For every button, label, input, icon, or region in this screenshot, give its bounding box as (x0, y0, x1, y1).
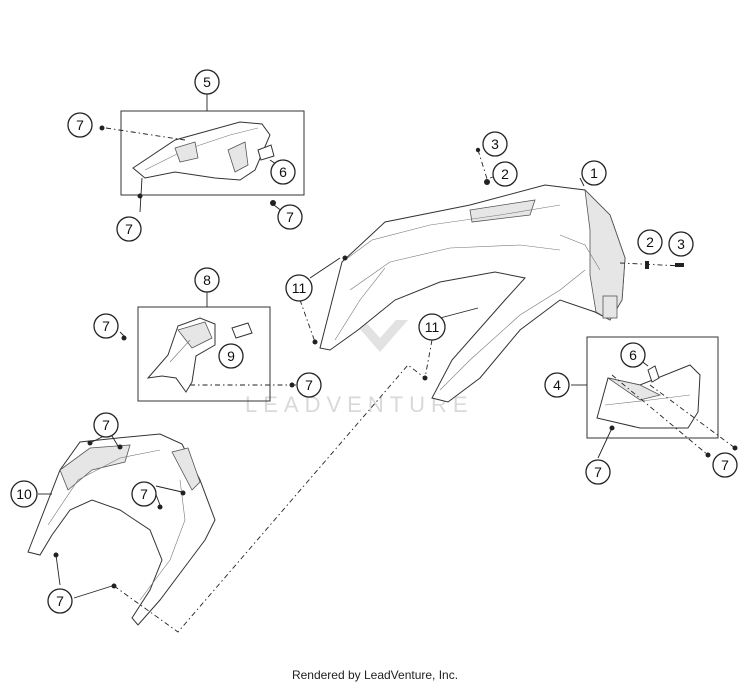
small-insert-6b (647, 365, 660, 383)
callout-7: 7 (712, 452, 738, 478)
side-bracket-panel (146, 317, 216, 393)
clip-icon (342, 255, 348, 261)
svg-text:2: 2 (646, 234, 654, 250)
callout-7: 7 (93, 313, 119, 339)
bolt-icon (609, 425, 615, 431)
parts-diagram: LEADVENTURE (10, 69, 738, 633)
bolt-icon (99, 125, 105, 131)
bolt-icon (270, 200, 276, 206)
svg-text:8: 8 (203, 272, 211, 288)
callout-7: 7 (116, 216, 142, 242)
svg-text:10: 10 (16, 486, 32, 502)
bolt-icon (53, 552, 59, 558)
svg-text:11: 11 (292, 280, 307, 296)
svg-text:7: 7 (286, 209, 294, 225)
callout-11: 11 (285, 274, 313, 302)
clip-icon (422, 375, 428, 381)
callout-10: 10 (10, 480, 38, 508)
callout-7: 7 (93, 412, 119, 438)
svg-text:6: 6 (629, 347, 637, 363)
front-side-cover (596, 364, 701, 429)
bolt-icon (675, 263, 684, 267)
callout-7: 7 (585, 459, 611, 485)
bolt-icon (117, 444, 123, 450)
callout-3: 3 (668, 231, 694, 257)
svg-text:7: 7 (125, 221, 133, 237)
callout-7: 7 (277, 204, 303, 230)
watermark-text: LEADVENTURE (245, 392, 474, 417)
callout-9: 9 (218, 343, 244, 369)
bolt-icon (121, 335, 127, 341)
svg-text:9: 9 (227, 348, 235, 364)
svg-text:7: 7 (305, 377, 313, 393)
bolt-icon (732, 445, 738, 451)
svg-text:3: 3 (677, 236, 685, 252)
svg-text:2: 2 (501, 166, 509, 182)
callout-2: 2 (637, 229, 663, 255)
svg-text:1: 1 (590, 165, 598, 181)
bolt-icon (137, 193, 143, 199)
svg-text:11: 11 (425, 319, 440, 335)
group-box-5 (120, 110, 305, 196)
rear-body-shell (319, 184, 626, 403)
bolt-icon (705, 452, 711, 458)
callout-7: 7 (47, 588, 73, 614)
callout-6: 6 (270, 159, 296, 185)
callout-5: 5 (194, 69, 220, 95)
svg-text:7: 7 (56, 593, 64, 609)
washer-icon (645, 261, 649, 269)
washer-icon (484, 179, 490, 185)
svg-text:7: 7 (102, 417, 110, 433)
lower-tail-fairing (27, 433, 216, 626)
svg-text:7: 7 (102, 318, 110, 334)
svg-text:4: 4 (553, 377, 561, 393)
svg-text:3: 3 (491, 136, 499, 152)
bolt-icon (180, 490, 186, 496)
callout-4: 4 (544, 372, 570, 398)
small-insert-6a (257, 144, 275, 161)
svg-text:7: 7 (721, 457, 729, 473)
svg-text:5: 5 (203, 74, 211, 90)
bolt-icon (475, 147, 481, 153)
bolt-icon (111, 583, 117, 589)
bolt-icon (87, 440, 93, 446)
callout-7: 7 (67, 112, 93, 138)
svg-text:7: 7 (76, 117, 84, 133)
small-pad-9 (231, 322, 253, 339)
callout-8: 8 (194, 267, 220, 293)
group-box-8 (137, 306, 271, 402)
bolt-icon (289, 382, 295, 388)
upper-side-panel (132, 121, 271, 181)
callout-2: 2 (492, 161, 518, 187)
footer-credit: Rendered by LeadVenture, Inc. (291, 668, 459, 682)
callout-3: 3 (482, 131, 508, 157)
callout-11: 11 (418, 313, 446, 341)
svg-text:6: 6 (279, 164, 287, 180)
svg-text:7: 7 (140, 486, 148, 502)
clip-icon (312, 339, 318, 345)
callout-1: 1 (581, 160, 607, 186)
group-box-4 (586, 336, 719, 439)
fasteners (53, 125, 738, 589)
callout-7: 7 (296, 372, 322, 398)
callout-7: 7 (131, 481, 157, 507)
bolt-icon (157, 504, 163, 510)
leadventure-watermark: LEADVENTURE (245, 320, 474, 417)
svg-text:7: 7 (594, 464, 602, 480)
callout-6: 6 (620, 342, 646, 368)
